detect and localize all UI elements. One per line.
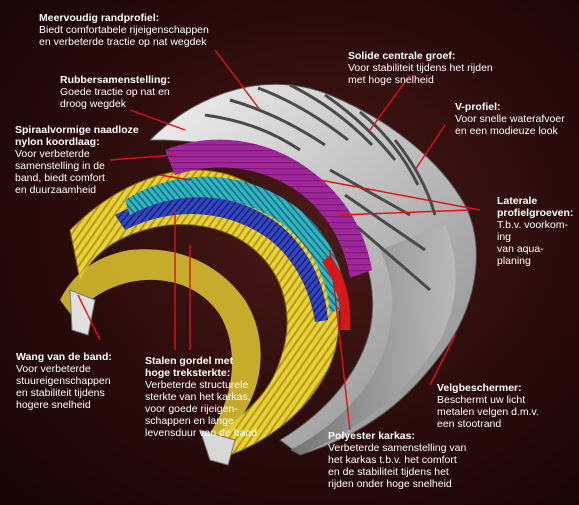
label-title: profielgroeven: (497, 207, 574, 219)
label-line: planing (497, 255, 531, 267)
label-line: band, biedt comfort (15, 172, 105, 184)
label-wang-van-de-band: Wang van de band: Voor verbeterde stuure… (16, 351, 112, 411)
label-line: rijden onder hoge snelheid (328, 478, 452, 490)
label-line: sterkte van het karkas, (145, 391, 251, 403)
label-title: Wang van de band: (16, 351, 112, 363)
label-title: Spiraalvormige naadloze (15, 124, 139, 136)
label-laterale-profielgroeven: Laterale profielgroeven: T.b.v. voorkom-… (497, 195, 573, 267)
label-line: Beschermt uw licht (437, 394, 526, 406)
label-line: en verbeterde tractie op nat wegdek (39, 36, 207, 48)
label-line: ing (497, 231, 512, 243)
label-rubbersamenstelling: Rubbersamenstelling: Goede tractie op na… (60, 74, 170, 110)
label-line: Verbeterde structurele (145, 379, 249, 391)
tread-grooves (204, 83, 437, 292)
label-title: Solide centrale groef: (348, 50, 456, 62)
label-title: Rubbersamenstelling: (60, 74, 171, 86)
label-line: een stootrand (437, 418, 502, 430)
label-line: en duurzaamheid (15, 184, 97, 196)
label-title: hoge treksterkte: (145, 367, 231, 379)
polyester-carcass (69, 169, 340, 456)
label-polyester-karkas: Polyester karkas: Verbeterde samenstelli… (328, 430, 466, 490)
label-line: schappen en lange (145, 415, 234, 427)
label-title: Polyester karkas: (328, 430, 415, 442)
steel-belt-cyan (125, 176, 348, 312)
label-stalen-gordel: Stalen gordel met hoge treksterkte: Verb… (145, 355, 257, 439)
label-line: voor goede rijeigen- (145, 403, 238, 415)
polyester-sidewall (60, 249, 261, 440)
label-line: Biedt comfortabele rijeigenschappen (39, 24, 209, 36)
steel-belt-blue (115, 195, 328, 322)
label-spiraalvormige-koordlaag: Spiraalvormige naadloze nylon koordlaag:… (15, 124, 139, 196)
tire-sidewall (290, 225, 456, 455)
label-line: met hoge snelheid (348, 74, 434, 86)
label-line: en stabiliteit tijdens (16, 387, 105, 399)
label-line: en een modieuze look (455, 125, 558, 137)
label-title: V-profiel: (455, 101, 501, 113)
inner-red-band (322, 255, 351, 330)
label-line: van aqua- (497, 243, 544, 255)
label-line: metalen velgen d.m.v. (437, 406, 539, 418)
rim-protector (69, 289, 96, 336)
leader-lines (77, 49, 481, 431)
label-line: hogere snelheid (16, 399, 91, 411)
label-title: nylon koordlaag: (15, 136, 100, 148)
label-title: Stalen gordel met (145, 355, 234, 367)
label-title: Laterale (497, 195, 538, 207)
label-line: het karkas t.b.v. het comfort (328, 454, 457, 466)
label-line: Voor verbeterde (16, 363, 91, 375)
label-line: stuureigenschappen (16, 375, 111, 387)
label-meervoudig-randprofiel: Meervoudig randprofiel: Biedt comfortabe… (39, 12, 209, 48)
spiral-nylon-ply (165, 139, 372, 278)
label-line: Goede tractie op nat en (60, 86, 170, 98)
label-line: T.b.v. voorkom- (497, 219, 568, 231)
label-line: en de stabiliteit tijdens het (328, 466, 449, 478)
label-line: Verbeterde samenstelling van (328, 442, 467, 454)
label-velgbeschermer: Velgbeschermer: Beschermt uw licht metal… (437, 382, 539, 430)
label-line: levensduur van de band (145, 427, 258, 439)
label-title: Velgbeschermer: (437, 382, 522, 394)
label-solide-centrale-groef: Solide centrale groef: Voor stabiliteit … (348, 50, 493, 86)
label-line: Voor stabiliteit tijdens het rijden (348, 62, 493, 74)
label-line: samenstelling in de (15, 160, 105, 172)
label-line: Voor verbeterde (15, 148, 90, 160)
label-v-profiel: V-profiel: Voor snelle waterafvoer en ee… (455, 101, 565, 137)
label-line: Voor snelle waterafvoer (455, 113, 565, 125)
rim-bead (199, 429, 236, 466)
label-line: droog wegdek (60, 98, 126, 110)
label-title: Meervoudig randprofiel: (39, 12, 160, 24)
